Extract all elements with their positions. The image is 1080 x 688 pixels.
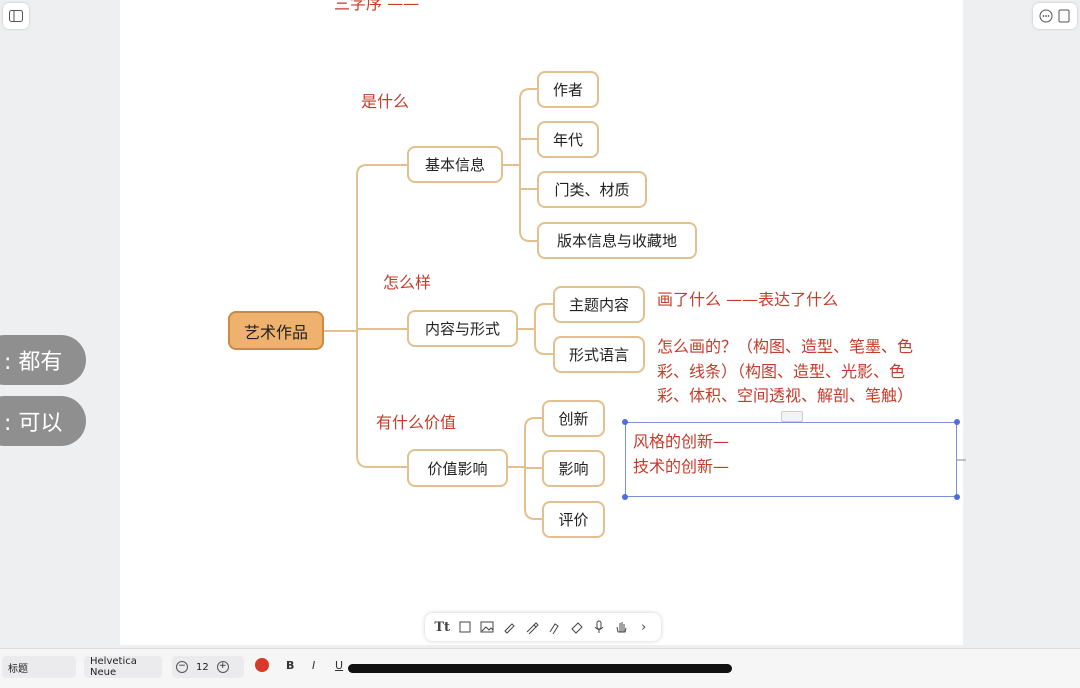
italic-button[interactable]: I — [312, 659, 316, 672]
more-options-button[interactable] — [1033, 3, 1077, 29]
font-size-stepper[interactable]: − 12 + — [172, 656, 244, 678]
note-what-is-it: 是什么 — [361, 92, 410, 111]
child-innovation[interactable]: 创新 — [542, 400, 605, 437]
child-era[interactable]: 年代 — [537, 121, 599, 158]
root-node[interactable]: 艺术作品 — [228, 311, 324, 350]
textbox-line2: 技术的创新— — [633, 457, 730, 476]
increase-icon[interactable]: + — [216, 661, 229, 673]
more-icon — [1039, 9, 1053, 23]
page-icon — [1058, 9, 1070, 23]
textbox-line1: 风格的创新— — [633, 432, 730, 451]
child-author[interactable]: 作者 — [537, 71, 599, 108]
floating-tools-toolbar: Tt › — [425, 613, 661, 641]
note-how: 怎么样 — [383, 273, 432, 292]
sidebar-icon — [9, 10, 23, 22]
resize-handle-tr[interactable] — [954, 419, 960, 425]
side-pill-2: : 可以 — [0, 396, 86, 446]
image-tool-icon[interactable] — [479, 619, 495, 635]
decrease-icon[interactable]: − — [176, 661, 188, 673]
pen-tool-icon[interactable] — [501, 619, 517, 635]
highlighter-tool-icon[interactable] — [546, 619, 562, 635]
annotation-form-line3: 彩、体积、空间透视、解剖、笔触） — [657, 386, 914, 405]
child-version-collection[interactable]: 版本信息与收藏地 — [537, 222, 697, 259]
child-category-material[interactable]: 门类、材质 — [537, 171, 647, 208]
font-family-select[interactable]: Helvetica Neue — [84, 656, 162, 678]
selected-textbox[interactable]: 风格的创新— 技术的创新— — [622, 419, 960, 500]
underline-button[interactable]: U — [335, 659, 344, 672]
sidebar-toggle-button[interactable] — [3, 3, 29, 29]
textbox-drag-handle[interactable] — [781, 411, 803, 422]
note-what-value: 有什么价值 — [376, 413, 457, 432]
paragraph-style-select[interactable]: 标题 — [2, 656, 76, 678]
side-pill-1: : 都有 — [0, 335, 86, 385]
home-indicator — [348, 664, 732, 673]
microphone-icon[interactable] — [591, 619, 607, 635]
font-size-value: 12 — [196, 661, 209, 673]
annotation-theme: 画了什么 ——表达了什么 — [657, 290, 839, 309]
branch-content-form[interactable]: 内容与形式 — [407, 310, 518, 347]
annotation-form-line2: 彩、线条）（构图、造型、光影、色 — [657, 362, 906, 381]
eraser-tool-icon[interactable] — [569, 619, 585, 635]
branch-basic-info[interactable]: 基本信息 — [407, 146, 503, 183]
resize-handle-bl[interactable] — [622, 494, 628, 500]
bold-button[interactable]: B — [286, 659, 295, 672]
text-color-swatch[interactable] — [255, 658, 269, 672]
child-form-language[interactable]: 形式语言 — [553, 336, 645, 373]
branch-value-impact[interactable]: 价值影响 — [407, 449, 508, 487]
annotation-form-line1: 怎么画的？（构图、造型、笔墨、色 — [657, 337, 914, 356]
child-influence[interactable]: 影响 — [542, 450, 605, 487]
child-evaluation[interactable]: 评价 — [542, 501, 605, 538]
pencil-tool-icon[interactable] — [524, 619, 540, 635]
resize-handle-tl[interactable] — [622, 419, 628, 425]
hand-tool-icon[interactable] — [613, 619, 629, 635]
shape-tool-icon[interactable] — [457, 619, 473, 635]
chevron-right-icon[interactable]: › — [641, 619, 647, 635]
text-tool-icon[interactable]: Tt — [434, 619, 451, 635]
top-note: 三字序 —— — [334, 0, 420, 13]
resize-handle-br[interactable] — [954, 494, 960, 500]
child-theme-content[interactable]: 主题内容 — [553, 286, 645, 323]
